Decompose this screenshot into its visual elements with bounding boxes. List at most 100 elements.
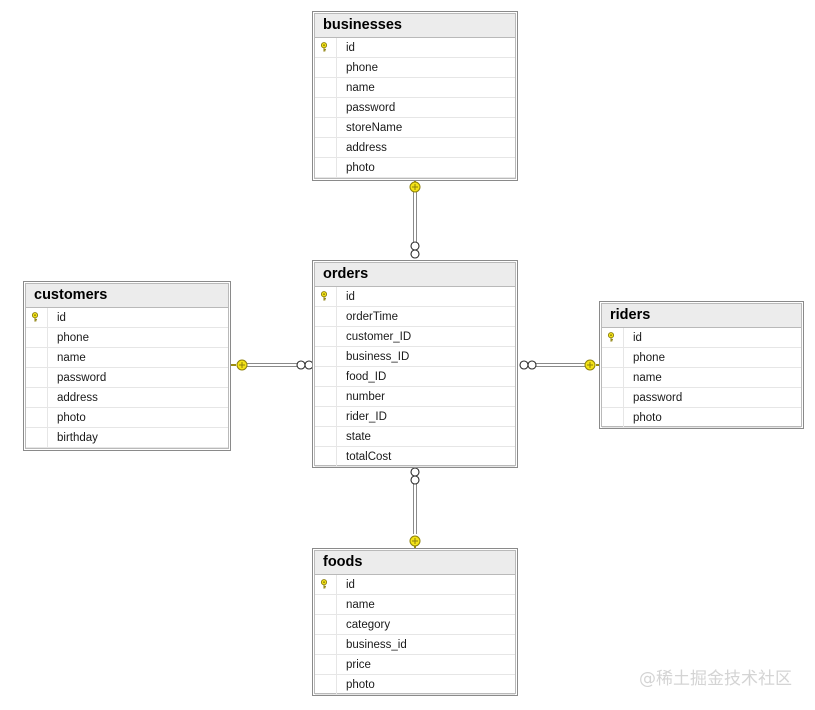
attribute-row[interactable]: number	[315, 387, 515, 407]
primary-key-cell	[26, 308, 48, 327]
attribute-icon-cell	[315, 78, 337, 97]
attribute-list-filler	[602, 428, 801, 434]
attribute-row[interactable]: name	[26, 348, 228, 368]
attribute-icon-cell	[315, 138, 337, 157]
attribute-row[interactable]: business_ID	[315, 347, 515, 367]
primary-key-icon	[320, 42, 328, 52]
attribute-icon-cell	[26, 348, 48, 367]
primary-key-icon	[607, 332, 615, 342]
attribute-icon-cell	[26, 428, 48, 447]
attribute-row[interactable]: state	[315, 427, 515, 447]
attribute-icon-cell	[315, 347, 337, 366]
attribute-row[interactable]: rider_ID	[315, 407, 515, 427]
relationship-orders-foods[interactable]	[409, 467, 421, 551]
attribute-row[interactable]: phone	[315, 58, 515, 78]
attribute-name: rider_ID	[346, 410, 387, 423]
attribute-row[interactable]: id	[602, 328, 801, 348]
attribute-row[interactable]: customer_ID	[315, 327, 515, 347]
entity-title-businesses: businesses	[315, 14, 515, 38]
attribute-name: customer_ID	[346, 330, 412, 343]
attribute-name: name	[57, 351, 86, 364]
attribute-icon-cell	[602, 408, 624, 427]
attribute-name: id	[633, 331, 642, 344]
attribute-name: photo	[633, 411, 662, 424]
attribute-icon-cell	[26, 388, 48, 407]
primary-key-icon	[31, 312, 39, 322]
primary-key-icon	[320, 291, 328, 301]
attribute-name: photo	[57, 411, 86, 424]
attribute-name: category	[346, 618, 391, 631]
attribute-icon-cell	[315, 615, 337, 634]
attribute-name: address	[57, 391, 98, 404]
attribute-icon-cell	[315, 327, 337, 346]
attribute-row[interactable]: storeName	[315, 118, 515, 138]
attribute-name: orderTime	[346, 310, 398, 323]
attribute-name: storeName	[346, 121, 403, 134]
attribute-name: id	[57, 311, 66, 324]
attribute-row[interactable]: password	[315, 98, 515, 118]
attribute-row[interactable]: phone	[602, 348, 801, 368]
attribute-list-filler	[315, 178, 515, 184]
attribute-icon-cell	[315, 158, 337, 177]
attribute-name: photo	[346, 678, 375, 691]
attribute-name: state	[346, 430, 371, 443]
watermark-text: @稀土掘金技术社区	[639, 669, 792, 689]
attribute-row[interactable]: business_id	[315, 635, 515, 655]
primary-key-cell	[315, 38, 337, 57]
primary-key-cell	[315, 287, 337, 306]
relationship-customers-orders[interactable]	[231, 359, 314, 371]
attribute-list: id phone name password photo	[602, 328, 801, 434]
attribute-row[interactable]: orderTime	[315, 307, 515, 327]
attribute-row[interactable]: address	[26, 388, 228, 408]
attribute-row[interactable]: address	[315, 138, 515, 158]
attribute-name: name	[346, 598, 375, 611]
attribute-name: password	[57, 371, 107, 384]
attribute-row[interactable]: category	[315, 615, 515, 635]
entity-title-orders: orders	[315, 263, 515, 287]
attribute-icon-cell	[315, 58, 337, 77]
attribute-name: price	[346, 658, 371, 671]
attribute-row[interactable]: id	[315, 575, 515, 595]
attribute-row[interactable]: photo	[315, 675, 515, 695]
cardinality-one-key-icon	[231, 359, 248, 371]
attribute-name: password	[633, 391, 683, 404]
attribute-icon-cell	[315, 407, 337, 426]
attribute-row[interactable]: name	[315, 78, 515, 98]
attribute-name: phone	[633, 351, 665, 364]
attribute-row[interactable]: photo	[602, 408, 801, 428]
attribute-row[interactable]: password	[602, 388, 801, 408]
entity-title-foods: foods	[315, 551, 515, 575]
attribute-list: id phone name password address photo birthday	[26, 308, 228, 454]
relationship-businesses-orders[interactable]	[409, 179, 421, 259]
attribute-row[interactable]: phone	[26, 328, 228, 348]
attribute-name: address	[346, 141, 387, 154]
attribute-row[interactable]: id	[315, 287, 515, 307]
attribute-row[interactable]: food_ID	[315, 367, 515, 387]
attribute-row[interactable]: price	[315, 655, 515, 675]
attribute-name: id	[346, 578, 355, 591]
attribute-row[interactable]: id	[26, 308, 228, 328]
relationship-orders-riders[interactable]	[519, 359, 601, 371]
attribute-list: id orderTime customer_ID business_ID food_ID…	[315, 287, 515, 473]
attribute-row[interactable]: name	[315, 595, 515, 615]
primary-key-cell	[315, 575, 337, 594]
attribute-list-filler	[315, 467, 515, 473]
attribute-row[interactable]: photo	[26, 408, 228, 428]
attribute-name: phone	[346, 61, 378, 74]
attribute-row[interactable]: id	[315, 38, 515, 58]
attribute-row[interactable]: totalCost	[315, 447, 515, 467]
attribute-row[interactable]: name	[602, 368, 801, 388]
attribute-row[interactable]: photo	[315, 158, 515, 178]
attribute-name: business_ID	[346, 350, 410, 363]
attribute-name: password	[346, 101, 396, 114]
attribute-row[interactable]: birthday	[26, 428, 228, 448]
attribute-row[interactable]: password	[26, 368, 228, 388]
